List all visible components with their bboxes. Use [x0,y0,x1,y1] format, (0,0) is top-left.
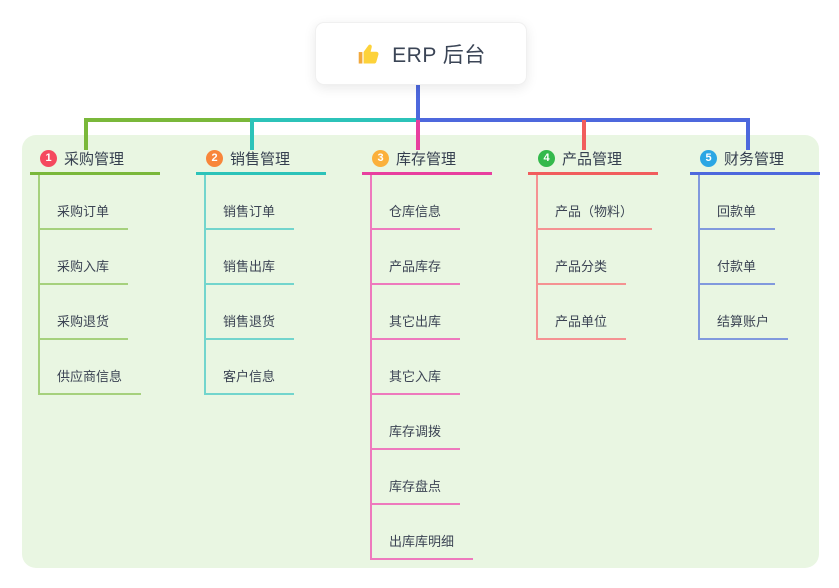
child-node[interactable]: 产品库存 [372,230,461,285]
child-node-label: 库存盘点 [389,479,442,494]
branch-label: 财务管理 [724,150,785,168]
branch-number-badge: 1 [40,149,57,167]
branch-2: 2 销售管理销售订单销售出库销售退货客户信息 [196,148,326,395]
root-node-label: ERP 后台 [392,43,486,67]
connector-drop-branch-2 [250,120,254,150]
child-node[interactable]: 产品分类 [538,230,627,285]
child-node[interactable]: 产品单位 [538,285,627,340]
branch-label: 销售管理 [230,150,291,168]
branch-node-3[interactable]: 3 库存管理 [362,148,492,175]
branch-5: 5 财务管理回款单付款单结算账户 [690,148,820,340]
connector-drop-branch-4 [582,120,586,150]
connector-bus-middle [250,118,416,122]
child-node-label: 产品分类 [555,259,608,274]
child-node-label: 回款单 [717,204,757,219]
child-node[interactable]: 其它出库 [372,285,461,340]
child-node[interactable]: 销售出库 [206,230,295,285]
child-node[interactable]: 库存盘点 [372,450,461,505]
connector-drop-branch-5 [746,120,750,150]
child-node[interactable]: 客户信息 [206,340,295,395]
child-node-label: 库存调拨 [389,424,442,439]
child-node[interactable]: 销售退货 [206,285,295,340]
branch-number-badge: 2 [206,149,223,167]
branch-label: 产品管理 [562,150,623,168]
root-node-erp-backend[interactable]: ERP 后台 [315,22,527,85]
child-node-label: 客户信息 [223,369,276,384]
branch-4: 4 产品管理产品（物料） 产品分类产品单位 [528,148,658,340]
child-node[interactable]: 付款单 [700,230,776,285]
branch-children: 仓库信息产品库存其它出库其它入库库存调拨库存盘点出库库明细 [370,175,492,560]
child-node[interactable]: 采购退货 [40,285,129,340]
child-node[interactable]: 出库库明细 [372,505,474,560]
child-node-label: 产品（物料） [555,204,634,219]
child-node[interactable]: 采购入库 [40,230,129,285]
child-node[interactable]: 采购订单 [40,175,129,230]
branch-children: 销售订单销售出库销售退货客户信息 [204,175,326,395]
branch-children: 采购订单采购入库采购退货供应商信息 [38,175,160,395]
thumbs-up-icon [356,41,382,67]
child-node-label: 采购订单 [57,204,110,219]
child-node[interactable]: 供应商信息 [40,340,142,395]
branch-number-badge: 4 [538,149,555,167]
child-node-label: 其它入库 [389,369,442,384]
child-node-label: 出库库明细 [389,534,455,549]
branch-children: 回款单付款单结算账户 [698,175,820,340]
child-node-label: 采购入库 [57,259,110,274]
branch-node-4[interactable]: 4 产品管理 [528,148,658,175]
child-node-label: 供应商信息 [57,369,123,384]
branches-background-panel [22,135,819,568]
child-node[interactable]: 仓库信息 [372,175,461,230]
branch-1: 1 采购管理采购订单采购入库采购退货供应商信息 [30,148,160,395]
branch-number-badge: 3 [372,149,389,167]
child-node-label: 销售退货 [223,314,276,329]
child-node-label: 销售出库 [223,259,276,274]
child-node-label: 产品库存 [389,259,442,274]
connector-drop-branch-3 [416,120,420,150]
branch-3: 3 库存管理仓库信息产品库存其它出库其它入库库存调拨库存盘点出库库明细 [362,148,492,560]
branch-label: 采购管理 [64,150,125,168]
child-node[interactable]: 结算账户 [700,285,789,340]
child-node-label: 付款单 [717,259,757,274]
child-node-label: 产品单位 [555,314,608,329]
child-node[interactable]: 库存调拨 [372,395,461,450]
child-node-label: 销售订单 [223,204,276,219]
child-node[interactable]: 产品（物料） [538,175,653,230]
connector-root-stem [416,83,420,126]
branch-node-5[interactable]: 5 财务管理 [690,148,820,175]
connector-drop-branch-1 [84,120,88,150]
branch-number-badge: 5 [700,149,717,167]
branch-label: 库存管理 [396,150,457,168]
branch-node-1[interactable]: 1 采购管理 [30,148,160,175]
child-node-label: 采购退货 [57,314,110,329]
child-node-label: 结算账户 [717,314,770,329]
connector-bus-left [84,118,250,122]
child-node-label: 其它出库 [389,314,442,329]
child-node-label: 仓库信息 [389,204,442,219]
child-node[interactable]: 其它入库 [372,340,461,395]
child-node[interactable]: 回款单 [700,175,776,230]
branch-node-2[interactable]: 2 销售管理 [196,148,326,175]
child-node[interactable]: 销售订单 [206,175,295,230]
branch-children: 产品（物料） 产品分类产品单位 [536,175,658,340]
